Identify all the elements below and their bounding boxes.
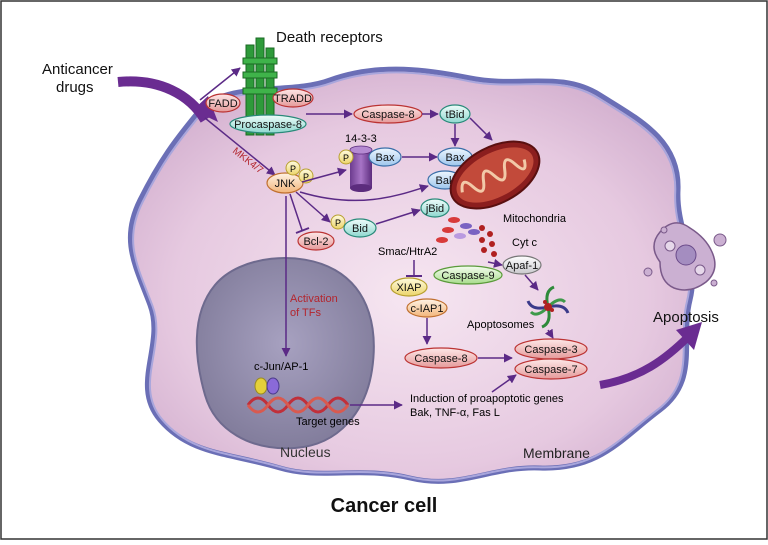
- ciap1-node: c-IAP1: [406, 298, 448, 318]
- activation-label-2: of TFs: [290, 307, 321, 319]
- svg-text:P: P: [290, 164, 296, 174]
- svg-text:Caspase-9: Caspase-9: [441, 270, 494, 282]
- phospho-p-1: P: [285, 160, 301, 176]
- apoptosis-label: Apoptosis: [653, 309, 719, 326]
- apoptotic-cell-icon: [643, 222, 727, 291]
- cytc-dots: [479, 225, 497, 257]
- mitochondria-label: Mitochondria: [503, 213, 567, 225]
- apaf1-node: Apaf-1: [502, 255, 542, 275]
- caspase8-bottom-node: Caspase-8: [404, 347, 478, 369]
- bid-node: Bid: [343, 218, 377, 238]
- jbid-node: jBid: [420, 198, 450, 218]
- arrow-drugs-jnk: [204, 117, 276, 176]
- caspase9-node: Caspase-9: [433, 265, 503, 285]
- svg-text:Bax: Bax: [376, 152, 395, 164]
- cytc-label: Cyt c: [512, 237, 538, 249]
- svg-text:Bid: Bid: [352, 223, 368, 235]
- jnk-node: JNK: [266, 172, 304, 194]
- anticancer-drugs-label-1: Anticancer: [42, 61, 113, 78]
- target-genes-label: Target genes: [296, 416, 360, 428]
- svg-text:c-IAP1: c-IAP1: [410, 303, 443, 315]
- svg-text:tBid: tBid: [446, 109, 465, 121]
- svg-text:FADD: FADD: [208, 98, 237, 110]
- induction-label-1: Induction of proapoptotic genes: [410, 393, 564, 405]
- protein-1433-label: 14-3-3: [345, 133, 377, 145]
- bcl2-node: Bcl-2: [297, 231, 335, 251]
- svg-text:JNK: JNK: [275, 178, 296, 190]
- fadd-node: FADD: [205, 93, 241, 113]
- mitochondria-icon: [449, 140, 541, 210]
- protein-1433-cylinder: [349, 145, 373, 192]
- svg-text:Bcl-2: Bcl-2: [303, 236, 328, 248]
- induction-label-2: Bak, TNF-α, Fas L: [410, 407, 500, 419]
- arrow-drugs-receptors: [199, 67, 241, 101]
- caspase8-top-node: Caspase-8: [353, 104, 423, 124]
- phospho-p-1433: P: [338, 149, 354, 165]
- dna-helix-icon: [246, 377, 350, 414]
- svg-text:Procaspase-8: Procaspase-8: [234, 119, 302, 131]
- svg-text:P: P: [335, 218, 341, 228]
- membrane-label: Membrane: [523, 445, 590, 461]
- bax-node: Bax: [437, 147, 473, 167]
- svg-text:Bax: Bax: [446, 152, 465, 164]
- caspase7-node: Caspase-7: [514, 358, 588, 380]
- svg-text:P: P: [343, 153, 349, 163]
- activation-label-1: Activation: [290, 293, 338, 305]
- apoptosomes-label: Apoptosomes: [467, 319, 535, 331]
- cjun-label: c-Jun/AP-1: [254, 361, 308, 373]
- svg-text:Caspase-7: Caspase-7: [524, 364, 577, 376]
- anticancer-drugs-label-2: drugs: [56, 79, 94, 96]
- xiap-node: XIAP: [390, 277, 428, 297]
- tradd-node: TRADD: [272, 88, 314, 108]
- death-receptor-icon: [242, 37, 278, 136]
- released-proteins: [436, 217, 480, 243]
- cancer-cell-title: Cancer cell: [331, 495, 438, 517]
- nucleus-label: Nucleus: [280, 444, 331, 460]
- svg-text:jBid: jBid: [425, 203, 444, 215]
- death-receptors-label: Death receptors: [276, 29, 383, 46]
- svg-text:Apaf-1: Apaf-1: [506, 260, 538, 272]
- procaspase8-node: Procaspase-8: [229, 114, 307, 134]
- svg-text:P: P: [303, 172, 309, 182]
- svg-text:TRADD: TRADD: [274, 93, 312, 105]
- smac-label: Smac/HtrA2: [378, 246, 437, 258]
- caspase3-node: Caspase-3: [514, 338, 588, 360]
- bax-small-node: Bax: [368, 147, 402, 167]
- apoptosome-icon: [526, 285, 570, 329]
- svg-text:Caspase-3: Caspase-3: [524, 344, 577, 356]
- svg-text:Caspase-8: Caspase-8: [361, 109, 414, 121]
- apoptosis-arrow: [599, 332, 693, 389]
- phospho-p-bid: P: [330, 214, 346, 230]
- svg-text:Caspase-8: Caspase-8: [414, 353, 467, 365]
- svg-text:XIAP: XIAP: [396, 282, 421, 294]
- tbid-node: tBid: [439, 104, 471, 124]
